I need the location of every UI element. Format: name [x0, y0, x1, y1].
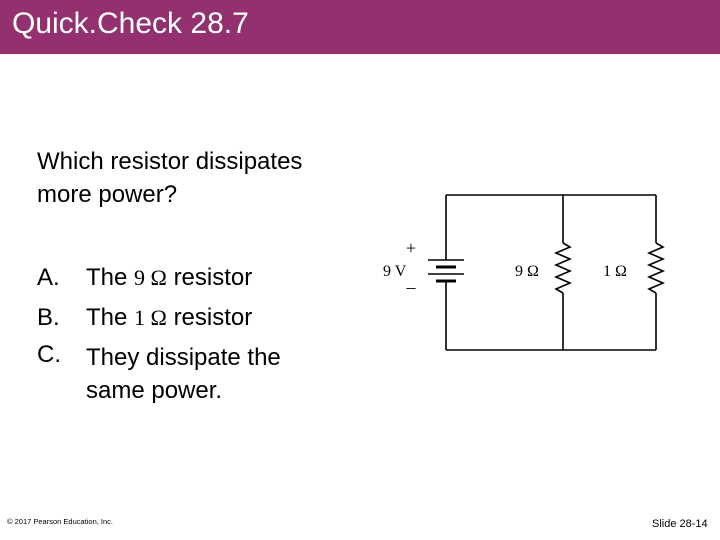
resistor-left-label: 9 Ω [515, 263, 539, 280]
option-c-line-2: same power. [86, 377, 223, 404]
option-a: A. The 9 Ω resistor [37, 258, 367, 298]
option-a-post: resistor [173, 264, 253, 291]
battery-plus-sign: + [406, 238, 416, 258]
question-text: Which resistor dissipates more power? [37, 145, 367, 211]
option-a-pre: The [86, 264, 128, 291]
title-bar: Quick.Check 28.7 [0, 0, 720, 54]
resistor-right-zigzag [646, 242, 666, 294]
copyright-notice: © 2017 Pearson Education, Inc. [7, 517, 114, 526]
slide-number: Slide 28-14 [652, 518, 708, 530]
circuit-diagram: + – 9 V 9 Ω 1 Ω [383, 194, 666, 351]
option-b-letter: B. [37, 304, 60, 331]
option-b-pre: The [86, 304, 128, 331]
resistor-left-zigzag [553, 242, 573, 294]
question-line-1: Which resistor dissipates [37, 148, 303, 175]
option-c-line-1: They dissipate the [86, 344, 281, 371]
slide-title: Quick.Check 28.7 [12, 7, 249, 40]
battery-label: 9 V [383, 263, 407, 280]
battery-minus-sign: – [406, 277, 417, 297]
option-a-value: 9 Ω [134, 265, 167, 290]
resistor-right-label: 1 Ω [603, 263, 627, 280]
option-c-letter: C. [37, 341, 61, 368]
option-c: C. They dissipate the same power. [37, 338, 367, 407]
option-b: B. The 1 Ω resistor [37, 298, 367, 338]
question-line-2: more power? [37, 181, 178, 208]
option-b-post: resistor [173, 304, 253, 331]
answer-options: A. The 9 Ω resistor B. The 1 Ω resistor … [37, 258, 367, 407]
option-b-value: 1 Ω [134, 305, 167, 330]
option-a-letter: A. [37, 264, 60, 291]
